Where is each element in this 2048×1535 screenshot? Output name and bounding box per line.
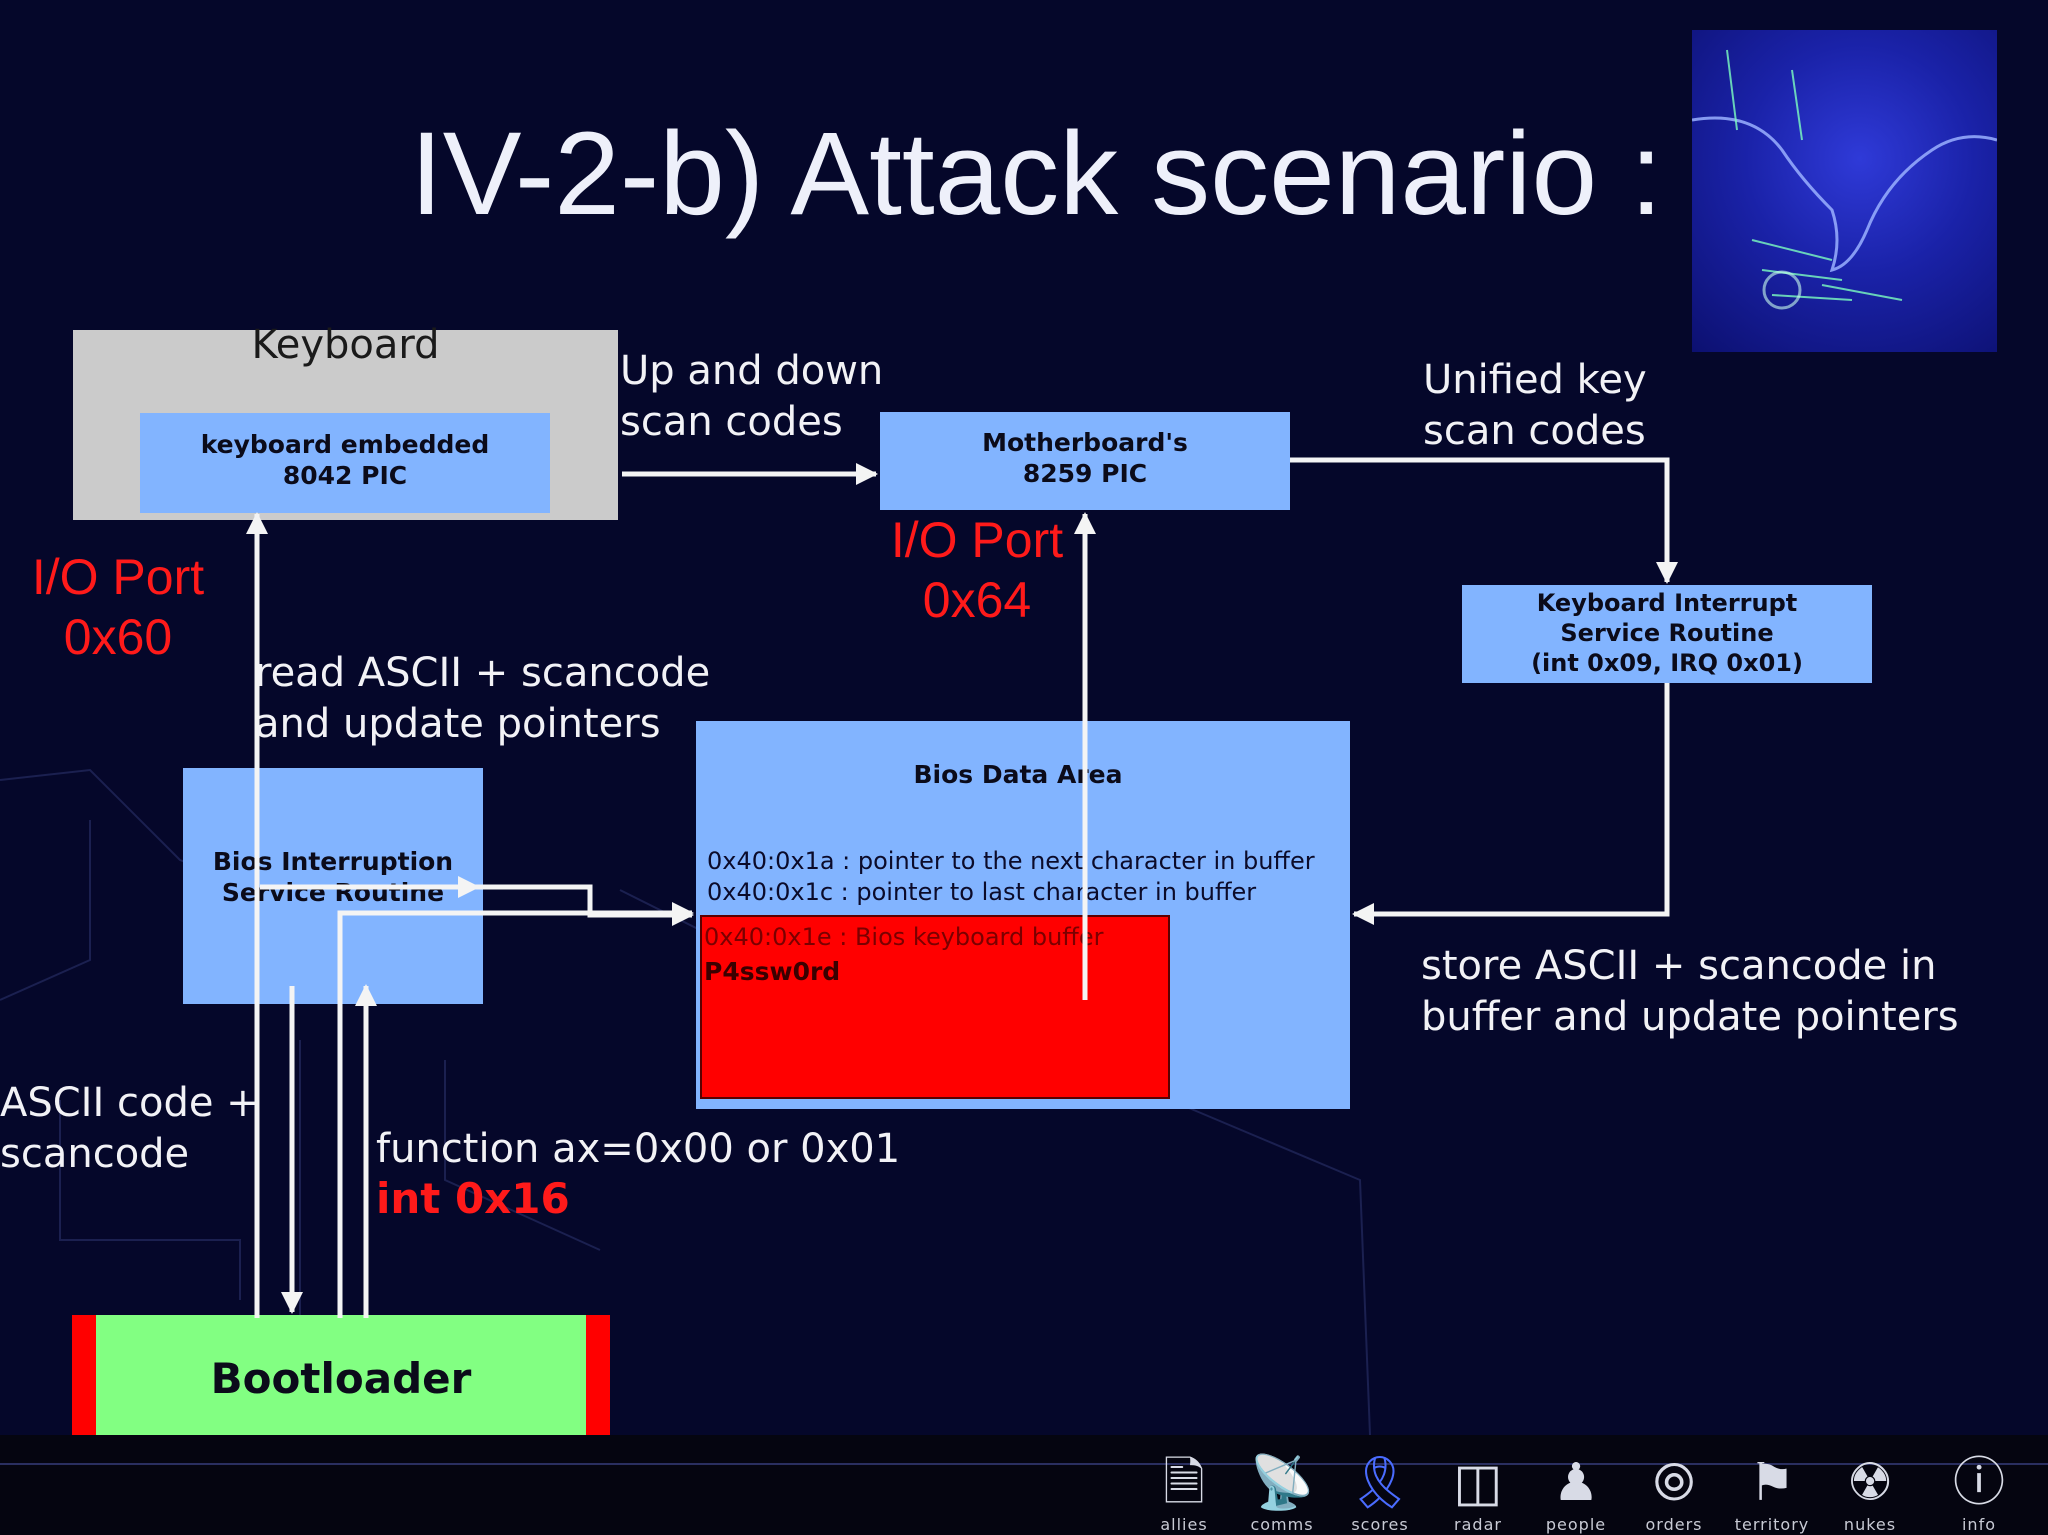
- flag-icon: ⚑: [1748, 1453, 1796, 1513]
- label-store-ascii-scancode: store ASCII + scancode in buffer and upd…: [1421, 943, 1959, 1041]
- motherboard-8259-pic-box: Motherboard's 8259 PIC: [880, 412, 1290, 510]
- arrow-motherboard-to-kisr: [1290, 457, 1678, 584]
- label-ascii-code-scancode: ASCII code + scancode: [0, 1080, 260, 1178]
- keyboard-isr-label: Keyboard Interrupt Service Routine (int …: [1531, 589, 1803, 677]
- label-up-down-scan-codes: Up and down scan codes: [620, 348, 884, 446]
- bootloader-inner: Bootloader: [96, 1315, 586, 1445]
- bios-isr-label: Bios Interruption Service Routine: [212, 847, 454, 908]
- taskbar-comms[interactable]: 📡 comms: [1238, 1455, 1326, 1534]
- bios-keyboard-buffer-label: 0x40:0x1e : Bios keyboard buffer: [704, 923, 1104, 951]
- arrow-kisr-to-bda: [1352, 683, 1670, 925]
- bda-pointer-next: 0x40:0x1a : pointer to the next characte…: [707, 847, 1315, 875]
- orders-icon: ⦾: [1653, 1453, 1695, 1513]
- label-int-0x16: int 0x16: [376, 1174, 570, 1223]
- label-io-port-0x64: I/O Port 0x64: [890, 512, 1064, 628]
- taskbar-radar[interactable]: ◫ radar: [1434, 1455, 1522, 1534]
- bootloader-label: Bootloader: [210, 1354, 472, 1403]
- label-read-ascii-scancode: read ASCII + scancode and update pointer…: [255, 650, 711, 748]
- taskbar-nukes[interactable]: ☢ nukes: [1826, 1455, 1914, 1534]
- satellite-map-thumbnail: [1692, 30, 1997, 352]
- motherboard-8259-pic-label: Motherboard's 8259 PIC: [982, 428, 1188, 489]
- taskbar-territory[interactable]: ⚑ territory: [1728, 1455, 1816, 1534]
- keyboard-box: Keyboard keyboard embedded 8042 PIC: [73, 322, 618, 520]
- people-icon: ♟: [1552, 1453, 1600, 1513]
- bios-data-area-title: Bios Data Area: [913, 760, 1123, 789]
- info-icon: ⓘ: [1952, 1453, 2005, 1513]
- taskbar-allies[interactable]: 🗎 allies: [1140, 1455, 1228, 1534]
- taskbar-orders[interactable]: ⦾ orders: [1630, 1455, 1718, 1534]
- keyboard-8042-pic-box: keyboard embedded 8042 PIC: [140, 413, 550, 513]
- label-io-port-0x60: I/O Port 0x60: [31, 549, 205, 665]
- taskbar-people[interactable]: ♟ people: [1532, 1455, 1620, 1534]
- document-icon: 🗎: [1163, 1453, 1205, 1513]
- taskbar-scores[interactable]: 🎗 scores: [1336, 1455, 1424, 1534]
- award-ribbon-icon: 🎗: [1346, 1453, 1413, 1513]
- bda-pointer-last: 0x40:0x1c : pointer to last character in…: [707, 878, 1257, 906]
- satellite-dish-icon: 📡: [1249, 1453, 1315, 1513]
- game-taskbar: [0, 1435, 2048, 1535]
- keyboard-title: Keyboard: [251, 322, 440, 368]
- label-function-ax: function ax=0x00 or 0x01: [376, 1126, 901, 1172]
- keyboard-8042-pic-label: keyboard embedded 8042 PIC: [200, 430, 490, 491]
- nuke-icon: ☢: [1846, 1453, 1894, 1513]
- label-unified-key-scan-codes: Unified key scan codes: [1423, 357, 1647, 455]
- bios-keyboard-buffer: 0x40:0x1e : Bios keyboard buffer P4ssw0r…: [700, 915, 1170, 1099]
- keyboard-isr-box: Keyboard Interrupt Service Routine (int …: [1462, 585, 1872, 683]
- slide-title: IV-2-b) Attack scenario :: [410, 108, 1663, 240]
- bios-data-area-box: Bios Data Area 0x40:0x1a : pointer to th…: [696, 721, 1350, 1109]
- radar-dish-icon: ◫: [1453, 1453, 1503, 1513]
- buffer-password-value: P4ssw0rd: [704, 957, 841, 986]
- arrow-bootloader-to-isr: [337, 902, 694, 1318]
- taskbar-info[interactable]: ⓘ info: [1935, 1455, 2023, 1534]
